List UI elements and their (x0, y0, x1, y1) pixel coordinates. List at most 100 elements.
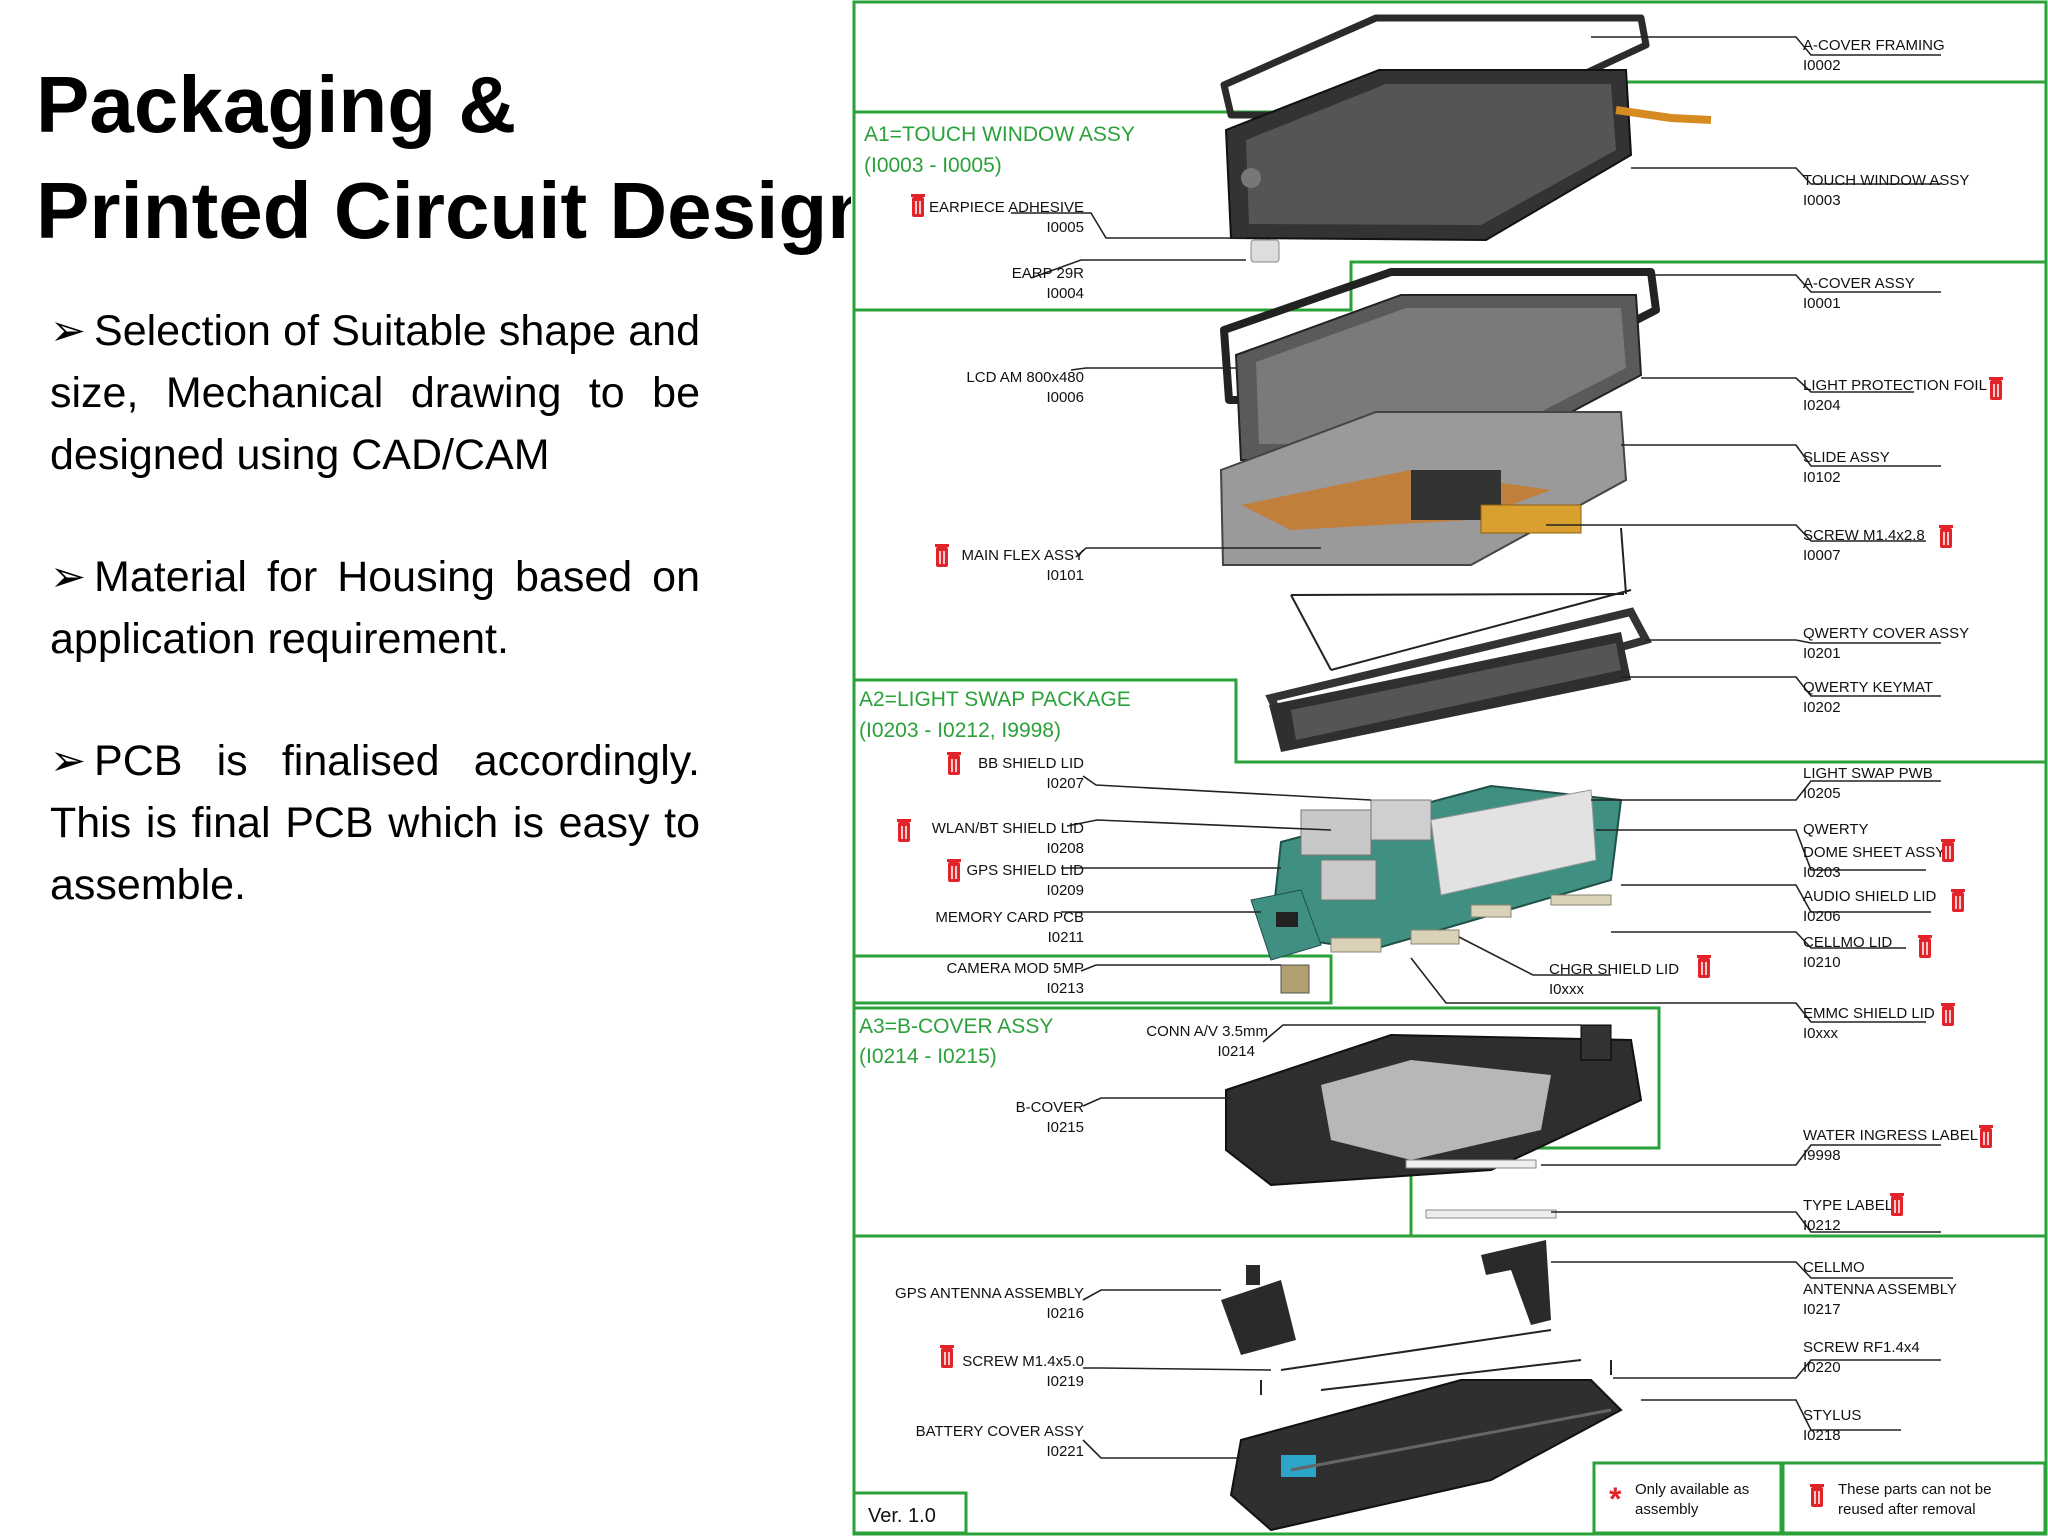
label-qwerty-dome-line2: DOME SHEET ASSY (1803, 844, 1945, 861)
group-titles: A1=TOUCH WINDOW ASSY (I0003 - I0005) A2=… (859, 123, 1135, 1068)
slide-title-line-2: Printed Circuit Design (36, 166, 877, 255)
label-conn-av: CONN A/V 3.5mm (1146, 1023, 1268, 1040)
lcd-part (1234, 294, 1643, 461)
no-reuse-icon (1978, 1124, 1994, 1149)
label-slide-assy: SLIDE ASSY (1803, 449, 1890, 466)
screw-markers (1260, 1329, 1612, 1395)
leader-lines (1011, 36, 1953, 1459)
label-screw-rf: SCREW RF1.4x4 (1803, 1339, 1920, 1356)
label-light-swap-pwb: LIGHT SWAP PWB (1803, 765, 1933, 782)
label-water-ingress: WATER INGRESS LABEL (1803, 1127, 1978, 1144)
no-reuse-icon (1940, 1002, 1956, 1027)
code-battery-cover: I0221 (1046, 1443, 1084, 1460)
code-stylus: I0218 (1803, 1427, 1841, 1444)
no-reuse-icon (1940, 838, 1956, 863)
code-qwerty-keymat: I0202 (1803, 699, 1841, 716)
code-earp: I0004 (1046, 285, 1084, 302)
group-a3-title: A3=B-COVER ASSY (859, 1015, 1053, 1038)
code-lcd: I0006 (1046, 389, 1084, 406)
component-drawings (1219, 14, 1712, 1532)
code-conn-av: I0214 (1217, 1043, 1255, 1060)
no-reuse-icon (1917, 934, 1933, 959)
no-reuse-icon (1889, 1192, 1905, 1217)
bullet-text: PCB is finalised accordingly. This is fi… (50, 737, 700, 909)
label-a-cover-assy: A-COVER ASSY (1803, 275, 1915, 292)
legend-assembly-line1: Only available as (1635, 1481, 1749, 1498)
version-label: Ver. 1.0 (868, 1505, 936, 1527)
label-emmc-shield-lid: EMMC SHIELD LID (1803, 1005, 1935, 1022)
no-reuse-icon (1696, 954, 1712, 979)
slide-assy-part (1219, 411, 1628, 566)
battery-cover-part (1229, 1379, 1623, 1532)
code-gps-shield: I0209 (1046, 882, 1084, 899)
code-light-swap-pwb: I0205 (1803, 785, 1841, 802)
code-screw-m14x28: I0007 (1803, 547, 1841, 564)
legend-assembly-line2: assembly (1635, 1501, 1699, 1518)
group-a2-range: (I0203 - I0212, I9998) (859, 719, 1061, 742)
label-b-cover: B-COVER (1016, 1099, 1085, 1116)
left-labels: EARPIECE ADHESIVE I0005 EARP 29R I0004 L… (895, 193, 1712, 1460)
label-light-protection-foil: LIGHT PROTECTION FOIL (1803, 377, 1987, 394)
arrow-bullet-icon: ➢ (50, 307, 87, 355)
code-screw-m14x50: I0219 (1046, 1373, 1084, 1390)
screw-guides (1290, 527, 1632, 671)
a-cover-framing-part (1220, 14, 1650, 119)
bullet-item: ➢Selection of Suitable shape and size, M… (50, 300, 700, 486)
code-a-cover-framing: I0002 (1803, 57, 1841, 74)
earpiece-part (1250, 239, 1280, 263)
exploded-view-diagram: A1=TOUCH WINDOW ASSY (I0003 - I0005) A2=… (851, 0, 2048, 1536)
label-qwerty-cover-assy: QWERTY COVER ASSY (1803, 625, 1969, 642)
no-reuse-icon (939, 1344, 955, 1369)
label-bb-shield: BB SHIELD LID (978, 755, 1084, 772)
arrow-bullet-icon: ➢ (50, 737, 87, 785)
group-borders (852, 0, 2048, 1536)
label-chgr-shield: CHGR SHIELD LID (1549, 961, 1679, 978)
no-reuse-icon (1950, 888, 1966, 913)
code-earpiece-adhesive: I0005 (1046, 219, 1084, 236)
code-touch-window-assy: I0003 (1803, 192, 1841, 209)
code-gps-antenna: I0216 (1046, 1305, 1084, 1322)
code-a-cover-assy: I0001 (1803, 295, 1841, 312)
code-qwerty-dome: I0203 (1803, 864, 1841, 881)
label-cellmo-antenna-line2: ANTENNA ASSEMBLY (1803, 1281, 1957, 1298)
label-stylus: STYLUS (1803, 1407, 1861, 1424)
no-reuse-icon (1938, 524, 1954, 549)
code-audio-shield-lid: I0206 (1803, 908, 1841, 925)
label-gps-shield: GPS SHIELD LID (966, 862, 1084, 879)
bullet-item: ➢Material for Housing based on applicati… (50, 546, 700, 670)
code-chgr-shield: I0xxx (1549, 981, 1585, 998)
group-a2-title: A2=LIGHT SWAP PACKAGE (859, 688, 1131, 711)
a-cover-assy-part (1220, 268, 1660, 404)
group-a3-range: (I0214 - I0215) (859, 1045, 997, 1068)
label-memory-card: MEMORY CARD PCB (935, 909, 1084, 926)
code-emmc-shield-lid: I0xxx (1803, 1025, 1839, 1042)
code-screw-rf: I0220 (1803, 1359, 1841, 1376)
bullet-list: ➢Selection of Suitable shape and size, M… (50, 300, 700, 976)
gps-antenna-part (1221, 1265, 1296, 1355)
label-earp: EARP 29R (1012, 265, 1084, 282)
code-bb-shield: I0207 (1046, 775, 1084, 792)
arrow-bullet-icon: ➢ (50, 553, 87, 601)
legend-noreuse-line2: reused after removal (1838, 1501, 1976, 1518)
group-a1-title: A1=TOUCH WINDOW ASSY (864, 123, 1135, 146)
label-cellmo-antenna-line1: CELLMO (1803, 1259, 1865, 1276)
no-reuse-icon (934, 543, 950, 568)
code-camera: I0213 (1046, 980, 1084, 997)
label-battery-cover: BATTERY COVER ASSY (916, 1423, 1084, 1440)
shield-lids-part (1330, 894, 1612, 953)
cellmo-antenna-part (1481, 1240, 1551, 1325)
code-cellmo-lid: I0210 (1803, 954, 1841, 971)
right-labels: A-COVER FRAMING I0002 TOUCH WINDOW ASSY … (1803, 37, 2004, 1444)
label-touch-window-assy: TOUCH WINDOW ASSY (1803, 172, 1969, 189)
no-reuse-icon (896, 818, 912, 843)
code-b-cover: I0215 (1046, 1119, 1084, 1136)
code-main-flex: I0101 (1046, 567, 1084, 584)
label-camera: CAMERA MOD 5MP (946, 960, 1084, 977)
code-slide-assy: I0102 (1803, 469, 1841, 486)
label-audio-shield-lid: AUDIO SHIELD LID (1803, 888, 1937, 905)
b-cover-part (1225, 1024, 1643, 1219)
label-a-cover-framing: A-COVER FRAMING (1803, 37, 1945, 54)
label-screw-m14x28: SCREW M1.4x2.8 (1803, 527, 1925, 544)
group-a1-range: (I0003 - I0005) (864, 154, 1002, 177)
label-lcd: LCD AM 800x480 (966, 369, 1084, 386)
